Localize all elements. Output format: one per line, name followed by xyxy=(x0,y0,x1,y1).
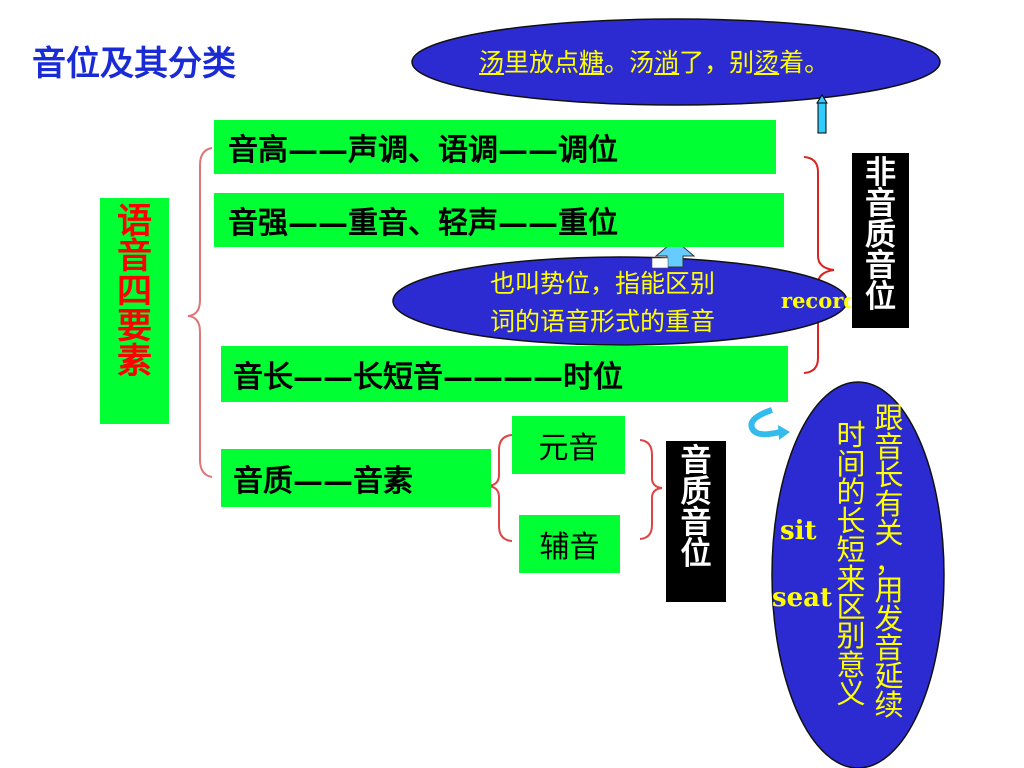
length-col1-char: 关 xyxy=(874,515,904,550)
length-col1-char: 有 xyxy=(874,487,904,522)
four-elements-label: 语音四要素 xyxy=(100,204,169,379)
length-bubble-col1: 跟音长有关，用发音延续 xyxy=(870,404,908,720)
underlined-char: 汤 xyxy=(479,48,505,77)
stress-bubble-line2: 词的语音形式的重音 xyxy=(490,307,716,336)
non-quality-char: 非 xyxy=(865,155,896,191)
length-col1-char: 长 xyxy=(874,458,904,493)
length-col2-char: 短 xyxy=(836,532,866,567)
vowel-box: 元音 xyxy=(512,416,625,474)
left-brace xyxy=(187,147,213,478)
length-row-text: 音长——长短音————时位 xyxy=(233,360,623,395)
length-col2-char: 别 xyxy=(836,618,866,653)
length-col2-char: 意 xyxy=(836,647,866,682)
four-elements-box xyxy=(100,198,169,424)
quality-brace xyxy=(639,439,663,540)
underlined-char: 糖 xyxy=(579,48,605,77)
stress-bubble-example: record xyxy=(781,288,858,313)
bubble-text-segment: 了，别 xyxy=(679,48,755,77)
bubble-text-segment: 里放点 xyxy=(504,48,580,77)
stress-bubble-shape xyxy=(392,256,848,346)
stress-row-text: 音强——重音、轻声——重位 xyxy=(228,206,618,241)
curved-arrow-icon xyxy=(748,407,781,438)
length-col1-char: 跟 xyxy=(874,401,904,435)
consonant-text: 辅音 xyxy=(539,530,600,565)
non-quality-box xyxy=(852,153,909,328)
bubble-text-segment: 着。 xyxy=(779,48,830,77)
length-col2-char: 时 xyxy=(836,418,866,452)
four-elements-char: 音 xyxy=(116,236,152,277)
length-col1-char: 用 xyxy=(874,573,904,608)
top-bubble-text: 汤里放点糖。汤淌了，别烫着。 xyxy=(479,43,829,79)
length-bubble-shape xyxy=(771,381,945,768)
four-elements-char: 要 xyxy=(116,306,152,347)
length-row: 音长——长短音————时位 xyxy=(221,346,788,402)
underlined-char: 淌 xyxy=(654,48,680,77)
length-col1-char: ， xyxy=(874,544,904,579)
length-col1-char: 音 xyxy=(874,630,904,665)
length-col2-char: 长 xyxy=(836,504,866,539)
length-col1-char: 音 xyxy=(874,429,904,464)
top-bubble-shape xyxy=(411,18,941,106)
four-elements-char: 四 xyxy=(116,271,152,312)
length-col1-char: 延 xyxy=(874,659,904,694)
length-col2-char: 来 xyxy=(836,561,866,596)
length-col2-char: 区 xyxy=(836,590,866,625)
stress-row: 音强——重音、轻声——重位 xyxy=(214,193,784,247)
page-title: 音位及其分类 xyxy=(32,44,236,84)
length-col2-char: 间 xyxy=(836,446,866,481)
length-col1-char: 发 xyxy=(874,601,904,636)
quality-char: 音 xyxy=(680,443,712,479)
quality-label: 音质音位 xyxy=(666,446,726,570)
up-arrow-icon xyxy=(654,239,696,268)
quality-char: 音 xyxy=(680,505,712,541)
quality-char: 质 xyxy=(680,474,712,510)
vowel-text: 元音 xyxy=(538,431,599,466)
pitch-row-text: 音高——声调、语调——调位 xyxy=(228,133,618,168)
bubble-text-segment: 。汤 xyxy=(604,48,655,77)
underlined-char: 烫 xyxy=(754,48,780,77)
quality-row-text: 音质——音素 xyxy=(233,464,413,499)
four-elements-char: 素 xyxy=(116,341,152,382)
length-bubble-col2: 时间的长短来区别意义 xyxy=(832,421,870,708)
quality-row: 音质——音素 xyxy=(221,449,491,507)
length-example-sit: sit xyxy=(780,516,817,546)
non-quality-char: 音 xyxy=(865,248,896,284)
pitch-row: 音高——声调、语调——调位 xyxy=(214,120,776,174)
non-quality-char: 位 xyxy=(865,279,896,315)
quality-box xyxy=(666,441,726,602)
non-quality-label: 非音质音位 xyxy=(852,158,909,313)
length-col2-char: 义 xyxy=(836,676,866,711)
length-col1-char: 续 xyxy=(874,688,904,723)
four-elements-char: 语 xyxy=(116,201,152,242)
non-quality-char: 音 xyxy=(865,186,896,222)
right-brace xyxy=(803,156,835,374)
length-col2-char: 的 xyxy=(836,475,866,510)
quality-char: 位 xyxy=(680,536,712,572)
length-example-seat: seat xyxy=(772,583,833,613)
consonant-box: 辅音 xyxy=(519,515,620,573)
non-quality-char: 质 xyxy=(865,217,896,253)
phoneme-brace xyxy=(487,434,513,542)
stress-bubble-line1: 也叫势位，指能区别 xyxy=(490,269,716,298)
